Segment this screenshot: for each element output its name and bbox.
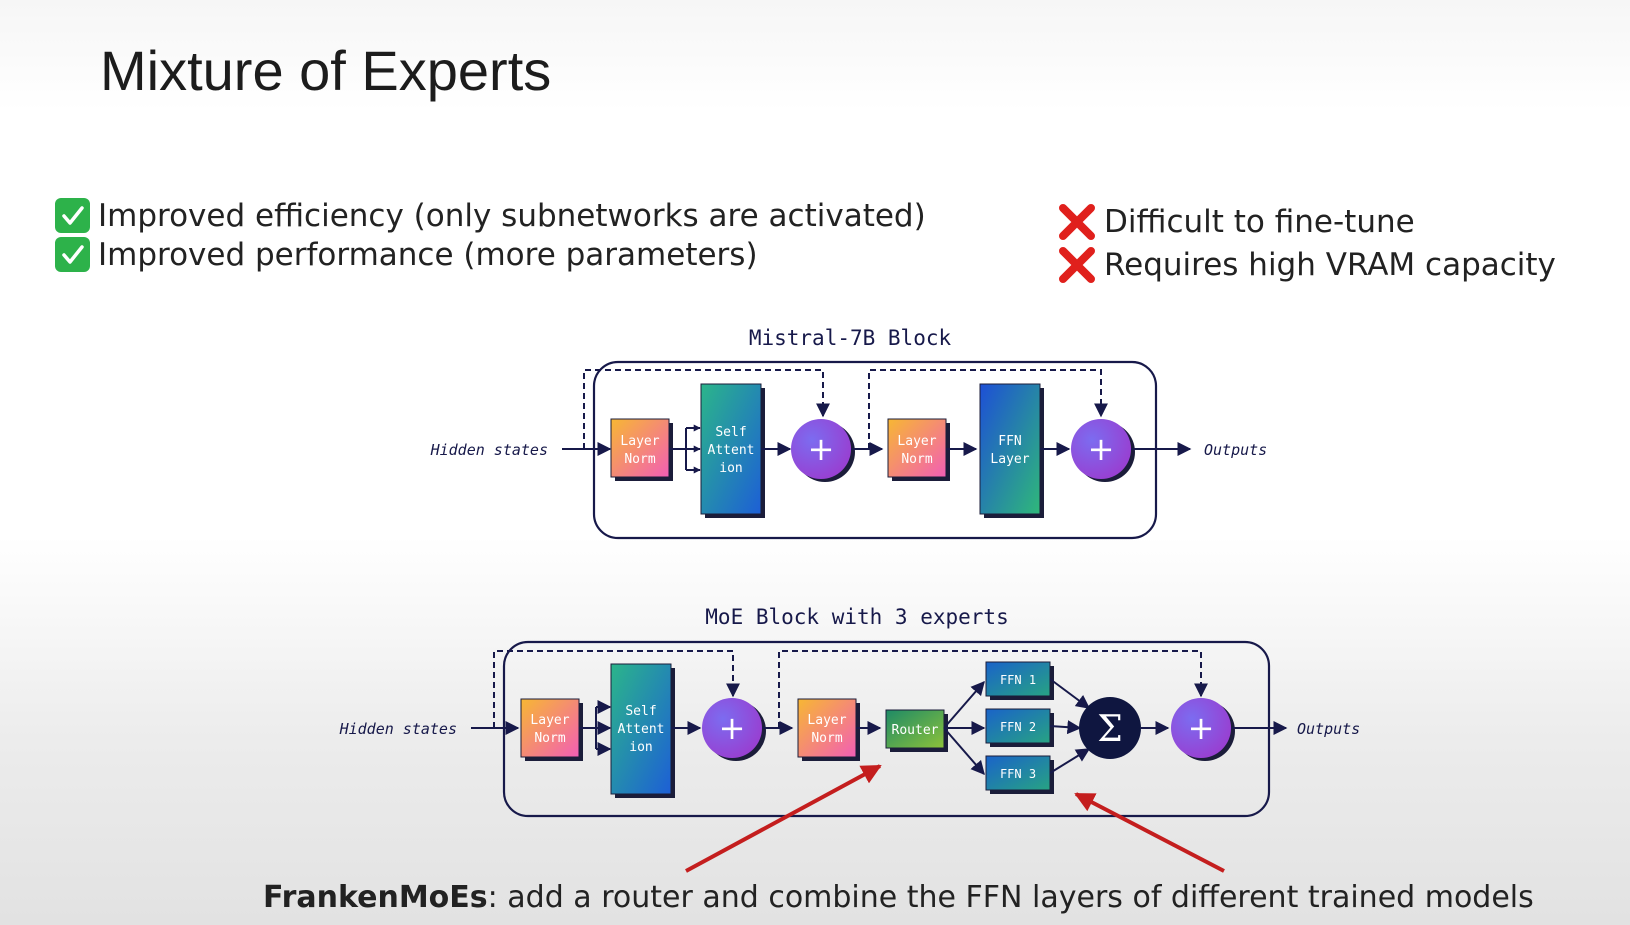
mistral-output-label: Outputs [1204,441,1267,459]
con-text: Requires high VRAM capacity [1104,246,1556,283]
svg-text:Self: Self [625,704,656,719]
slide-title: Mixture of Experts [100,39,552,102]
red-x-icon [1059,203,1095,240]
svg-text:Router: Router [892,723,939,738]
svg-text:Σ: Σ [1097,709,1122,750]
mistral-layer-norm-2 [887,418,947,478]
mistral-add-2 [1071,419,1131,479]
mistral-residual-1 [583,369,830,449]
frankenmoe-note: FrankenMoEs: add a router and combine th… [263,880,1534,915]
svg-text:Layer: Layer [807,713,846,728]
svg-text:+: + [719,709,746,747]
svg-text:Attent: Attent [708,443,755,458]
pro-item-performance: Improved performance (more parameters) [55,235,926,274]
svg-text:FFN 2: FFN 2 [1000,720,1036,734]
check-mark-icon [55,237,90,272]
frankenmoe-description: : add a router and combine the FFN layer… [487,880,1534,915]
mistral-residual-2 [868,369,1108,449]
svg-text:Norm: Norm [811,731,842,746]
svg-text:FFN 1: FFN 1 [1000,673,1036,687]
pro-item-efficiency: Improved efficiency (only subnetworks ar… [55,196,926,235]
annotation-arrow-router [685,764,882,873]
red-x-icon [1059,246,1095,283]
mistral-self-attention [700,383,762,515]
svg-text:Layer: Layer [897,434,936,449]
mistral-block-title: Mistral-7B Block [749,326,952,350]
mistral-input-label: Hidden states [430,441,548,459]
moe-add-1 [702,698,762,758]
annotation-arrow-experts [1074,792,1225,873]
moe-self-attention [610,663,672,795]
con-text: Difficult to fine-tune [1104,203,1415,240]
svg-text:Norm: Norm [534,731,565,746]
pro-text: Improved efficiency (only subnetworks ar… [98,197,926,234]
svg-text:FFN: FFN [998,434,1021,449]
mistral-block: Mistral-7B Block Hidden states Layer Nor… [430,326,1267,540]
moe-expert-2 [985,708,1051,744]
moe-block-title: MoE Block with 3 experts [705,605,1008,629]
svg-text:Norm: Norm [624,452,655,467]
con-item-finetune: Difficult to fine-tune [1058,200,1556,243]
moe-sum-node [1079,697,1141,759]
mistral-layer-norm [610,418,670,478]
con-item-vram: Requires high VRAM capacity [1058,243,1556,286]
svg-text:Layer: Layer [620,434,659,449]
moe-router [885,709,945,749]
svg-text:+: + [1188,709,1215,747]
svg-text:Norm: Norm [901,452,932,467]
moe-layer-norm [520,698,580,758]
frankenmoe-term: FrankenMoEs [263,880,488,915]
moe-expert-3 [985,755,1051,791]
moe-add-2 [1171,698,1231,758]
moe-residual-2 [778,650,1208,728]
cons-list: Difficult to fine-tune Requires high VRA… [1058,200,1556,286]
moe-layer-norm-2 [797,698,857,758]
moe-block: MoE Block with 3 experts Hidden states L… [339,605,1360,818]
mistral-ffn-layer [979,383,1041,515]
svg-text:Attent: Attent [618,722,665,737]
pros-list: Improved efficiency (only subnetworks ar… [55,196,926,274]
svg-text:+: + [808,430,835,468]
svg-text:Layer: Layer [990,452,1029,467]
mistral-add-1 [791,419,851,479]
svg-text:Self: Self [715,425,746,440]
pro-text: Improved performance (more parameters) [98,236,758,273]
svg-text:ion: ion [719,461,742,476]
svg-text:+: + [1088,430,1115,468]
svg-text:ion: ion [629,740,652,755]
moe-output-label: Outputs [1297,720,1360,738]
svg-text:Layer: Layer [530,713,569,728]
check-mark-icon [55,198,90,233]
svg-text:FFN 3: FFN 3 [1000,767,1036,781]
moe-input-label: Hidden states [339,720,457,738]
